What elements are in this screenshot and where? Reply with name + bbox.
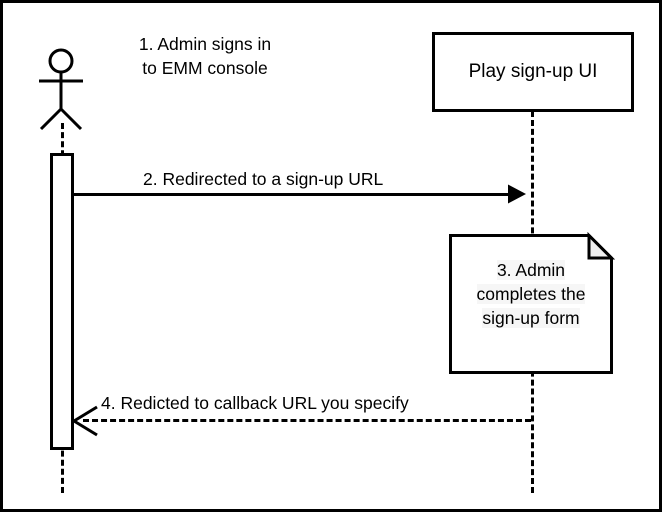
activation-bar-actor [50, 153, 74, 450]
message-arrowhead-4-open-icon [73, 405, 99, 437]
message-line-4 [83, 419, 531, 422]
message-label-2: 2. Redirected to a sign-up URL [143, 169, 384, 189]
participant-label: Play sign-up UI [468, 60, 598, 82]
actor-stick-figure-icon [33, 43, 111, 133]
actor-caption-step-1: 1. Admin signs in to EMM console [138, 34, 272, 78]
message-label-4: 4. Redicted to callback URL you specify [101, 393, 409, 413]
note-step-3: 3. Admin completes the sign-up form [449, 231, 616, 374]
message-line-2 [73, 193, 513, 196]
message-arrowhead-2-filled-icon [508, 182, 532, 206]
note-step-3-text: 3. Admin completes the sign-up form [476, 260, 586, 329]
participant-box-play-signup-ui[interactable]: Play sign-up UI [432, 32, 634, 112]
